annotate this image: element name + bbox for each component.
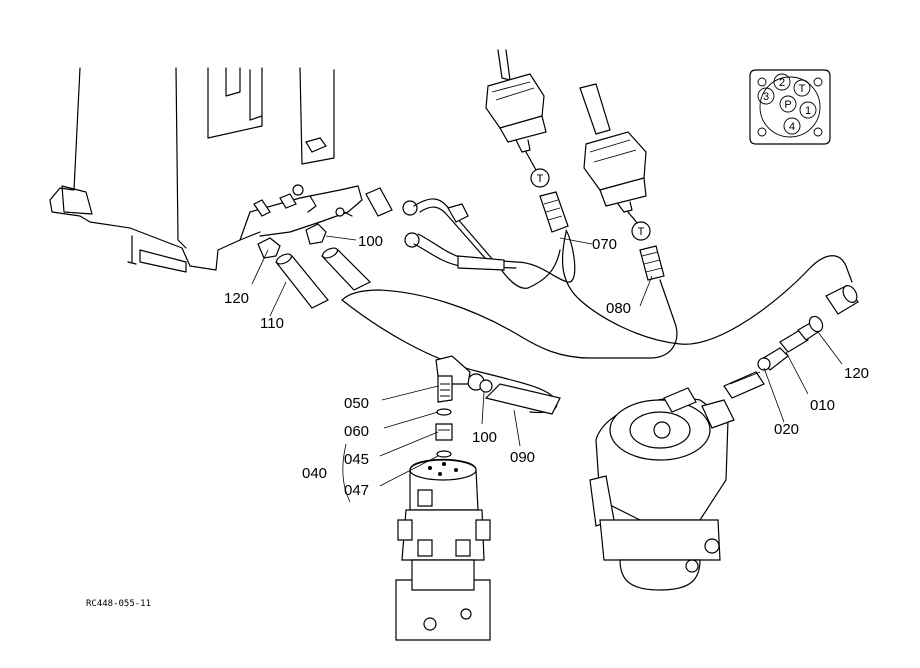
callout-120: 120: [844, 365, 869, 382]
fittings-right: [757, 315, 824, 371]
callout-020: 020: [774, 421, 799, 438]
hose-090: [467, 373, 561, 415]
swivel-joint: [395, 458, 491, 641]
callout-110: 110: [260, 315, 284, 332]
leader-lines: [251, 235, 843, 503]
port-label: 4: [789, 121, 795, 133]
callout-100: 100: [358, 233, 383, 250]
callout-050: 050: [344, 395, 369, 412]
fittings-left: [257, 187, 420, 309]
port-label: 3: [763, 91, 769, 103]
joystick-left: [485, 49, 569, 233]
pilot-hoses: [413, 198, 576, 289]
callout-100: 100: [472, 429, 497, 446]
port-diagram: 2 T 3 P 1 4: [749, 69, 831, 145]
callout-010: 010: [810, 397, 835, 414]
callout-040: 040: [302, 465, 327, 482]
long-pilot-lines: [341, 231, 859, 414]
callout-060: 060: [344, 423, 369, 440]
port-label: 2: [779, 77, 785, 89]
callout-047: 047: [344, 482, 369, 499]
elbow-fitting-stack: [435, 355, 471, 458]
joystick-right: [579, 83, 665, 281]
callout-045: 045: [344, 451, 369, 468]
tee-marker: T: [537, 173, 544, 185]
callout-080: 080: [606, 300, 631, 317]
tee-marker: T: [638, 226, 645, 238]
port-label: T: [799, 83, 806, 95]
pilot-valve: [589, 371, 765, 591]
figure-code: RC448-055-11: [86, 599, 151, 609]
callout-120: 120: [224, 290, 249, 307]
seat-frame-drawing: [49, 67, 363, 273]
callouts: 100 120 110 070 080 050 060 045 040 047 …: [224, 233, 869, 499]
port-label: P: [784, 99, 791, 111]
port-label: 1: [805, 105, 811, 117]
callout-090: 090: [510, 449, 535, 466]
callout-070: 070: [592, 236, 617, 253]
